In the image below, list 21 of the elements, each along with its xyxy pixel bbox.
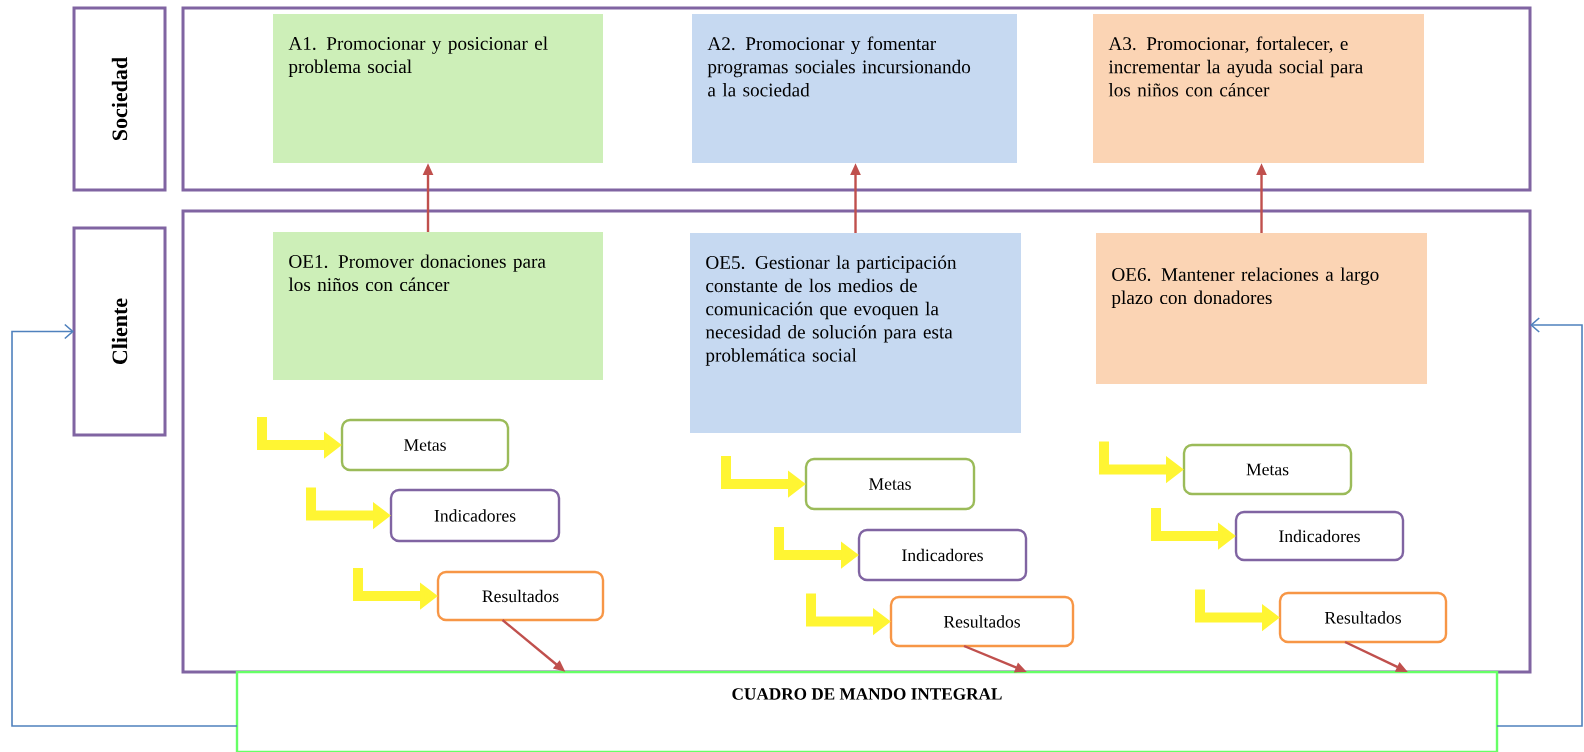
- objective-box: OE1. Promover donaciones para los niños con cáncer: [273, 232, 603, 380]
- result-box: Resultados: [889, 595, 1075, 648]
- arrow: [1496, 317, 1583, 727]
- indicator-box: Indicadores: [1234, 510, 1405, 562]
- indicator-box: Indicadores: [857, 528, 1028, 582]
- side-label-box: Sociedad: [72, 6, 167, 192]
- result-box: Resultados: [1278, 591, 1448, 644]
- scorecard-box: CUADRO DE MANDO INTEGRAL: [235, 670, 1499, 752]
- arrow: [11, 323, 238, 727]
- side-label-box: Cliente: [72, 226, 167, 437]
- objective-box: OE5. Gestionar la participación constante de los medios de comunicación que evoquen la necesidad de solución para esta problemática social: [690, 233, 1021, 433]
- objective-box: A1. Promocionar y posicionar el problema social: [273, 14, 603, 163]
- indicator-box: Indicadores: [389, 488, 561, 543]
- objective-box: A2. Promocionar y fomentar programas sociales incursionando a la sociedad: [692, 14, 1017, 163]
- goal-box: Metas: [1182, 443, 1353, 496]
- panel-frame: [181, 6, 1532, 192]
- objective-box: OE6. Mantener relaciones a largo plazo con donadores: [1096, 233, 1427, 384]
- goal-box: Metas: [340, 418, 510, 472]
- goal-box: Metas: [804, 457, 976, 511]
- objective-box: A3. Promocionar, fortalecer, e incrementar la ayuda social para los niños con cáncer: [1093, 14, 1424, 163]
- result-box: Resultados: [436, 570, 605, 622]
